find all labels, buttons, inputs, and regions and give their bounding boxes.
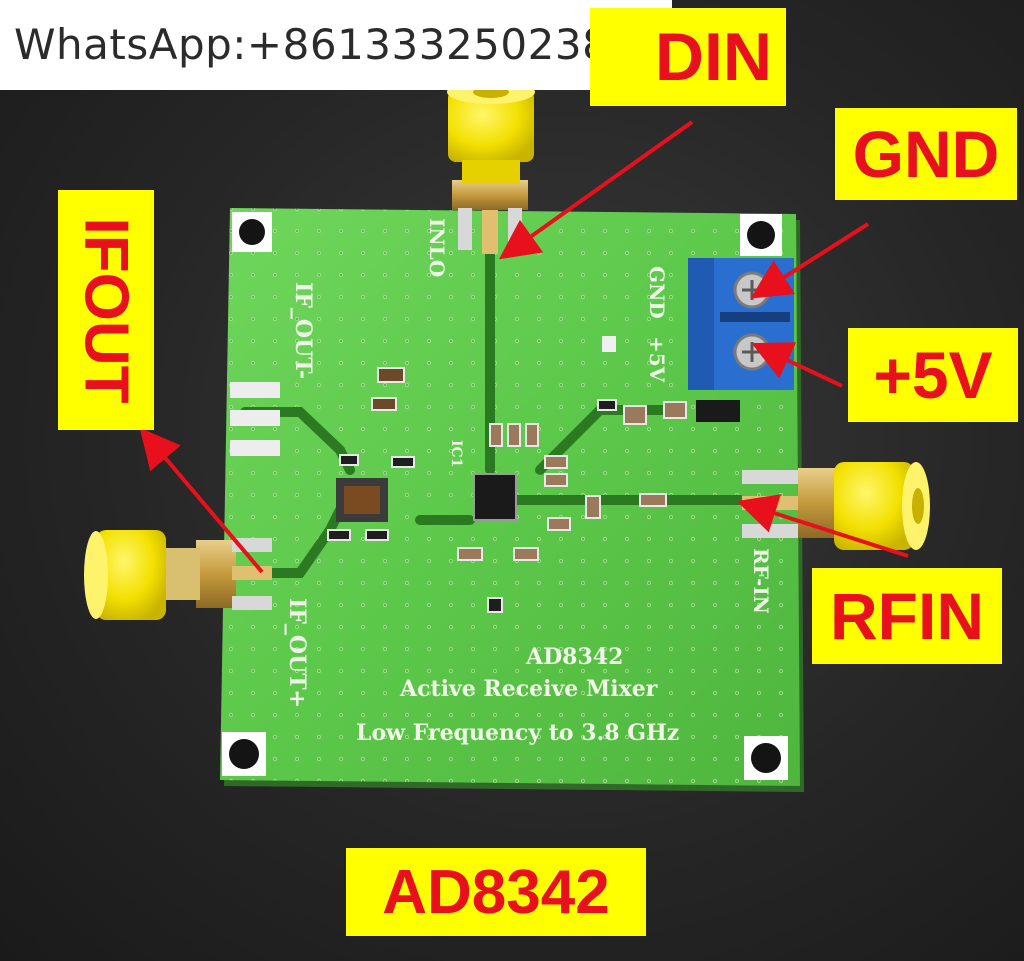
port-rf-label: RF-IN xyxy=(749,548,773,614)
power-terminal-block xyxy=(688,258,794,390)
mounting-hole-icon xyxy=(222,212,788,780)
port-5v-label: +5V xyxy=(645,336,669,383)
port-lo-label: INLO xyxy=(425,218,449,277)
if-sma-connector xyxy=(84,530,272,620)
ic-label: IC1 xyxy=(448,440,464,467)
smd-components xyxy=(230,336,740,613)
rf-sma-connector xyxy=(742,462,930,550)
silk-line-2: Low Frequency to 3.8 GHz xyxy=(356,720,680,746)
callout-arrows xyxy=(139,120,909,574)
if-out-callout-text: IFOUT xyxy=(71,217,141,403)
silk-line-1: Active Receive Mixer xyxy=(400,676,658,702)
if-out-callout: IFOUT xyxy=(58,190,154,430)
lo-in-callout: DIN xyxy=(590,8,786,106)
whatsapp-watermark: WhatsApp:+8613332502386 xyxy=(0,0,672,90)
ic-chip xyxy=(473,473,517,521)
gnd-callout: GND xyxy=(835,108,1017,200)
port-gnd-label: GND xyxy=(645,266,669,319)
lo-sma-connector xyxy=(447,80,535,254)
port-if-minus-label: IF_OUT- xyxy=(290,282,316,379)
rf-in-callout: RFIN xyxy=(812,568,1002,664)
power-callout: +5V xyxy=(848,328,1018,422)
silk-part-number: AD8342 xyxy=(526,644,624,670)
part-number-callout: AD8342 xyxy=(346,848,646,936)
port-if-plus-label: IF_OUT+ xyxy=(284,598,310,708)
transformer xyxy=(336,478,388,522)
